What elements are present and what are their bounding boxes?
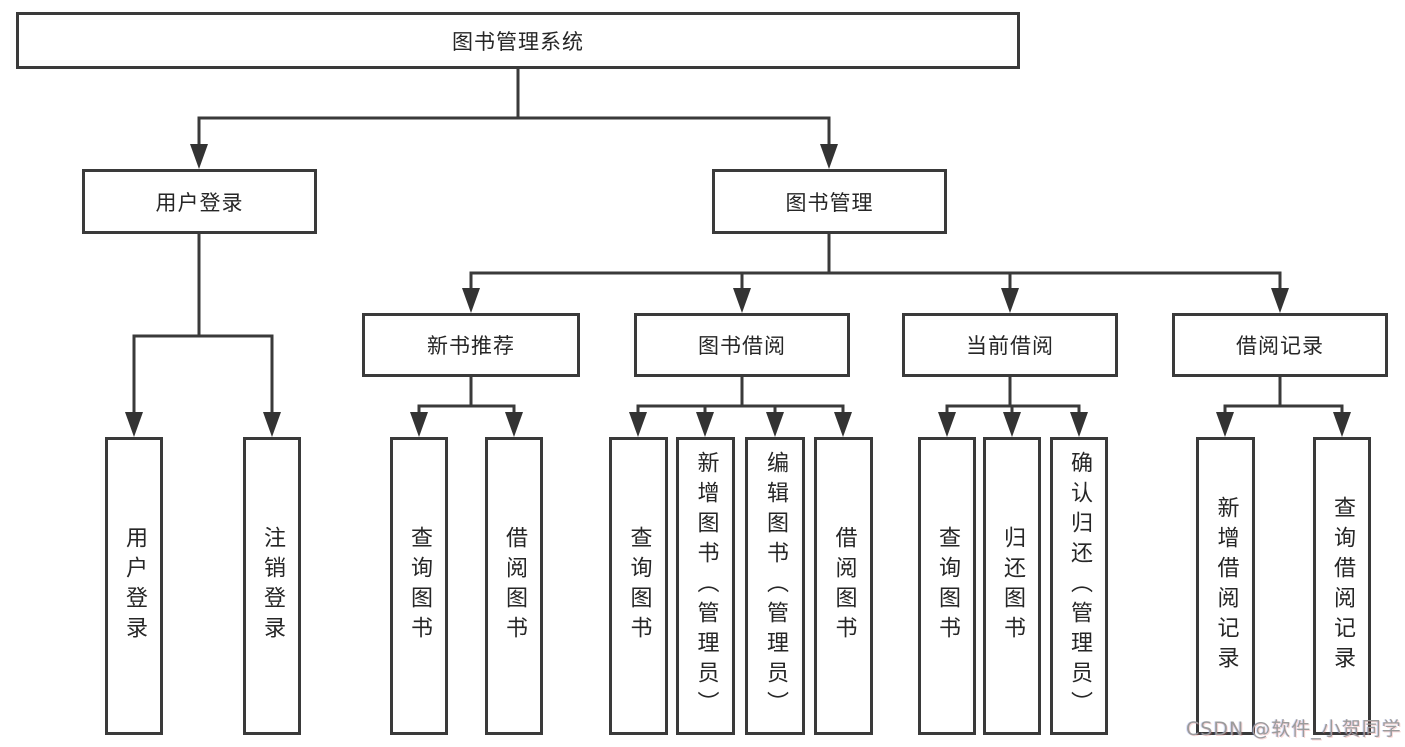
leaf-current-query-books: 查询图书 bbox=[918, 437, 976, 735]
leaf-borrow-borrow-books: 借阅图书 bbox=[814, 437, 873, 735]
node-label: 用户登录 bbox=[155, 190, 244, 215]
node-borrow-records: 借阅记录 bbox=[1172, 313, 1388, 377]
leaf-current-return-books: 归还图书 bbox=[983, 437, 1041, 735]
leaf-logout: 注销登录 bbox=[243, 437, 301, 735]
node-label: 注销登录 bbox=[260, 526, 285, 646]
node-label: 查询图书 bbox=[407, 526, 432, 646]
node-label: 图书管理 bbox=[785, 190, 874, 215]
leaf-records-add-record: 新增借阅记录 bbox=[1196, 437, 1255, 735]
node-label: 查询借阅记录 bbox=[1330, 496, 1355, 676]
node-label: 图书借阅 bbox=[698, 334, 786, 358]
node-library-management-system: 图书管理系统 bbox=[16, 12, 1020, 69]
node-label: 借阅记录 bbox=[1236, 334, 1324, 358]
node-label: 图书管理系统 bbox=[452, 29, 584, 54]
node-user-login: 用户登录 bbox=[82, 169, 317, 234]
leaf-current-confirm-return-admin: 确认归还（管理员） bbox=[1050, 437, 1108, 735]
node-label: 借阅图书 bbox=[831, 526, 857, 646]
connector-borrow-to-leaves bbox=[629, 376, 852, 437]
leaf-user-login: 用户登录 bbox=[105, 437, 163, 735]
node-book-management: 图书管理 bbox=[712, 169, 947, 234]
node-new-book-recommend: 新书推荐 bbox=[362, 313, 580, 377]
node-label: 新增借阅记录 bbox=[1213, 496, 1239, 676]
leaf-recommend-borrow-books: 借阅图书 bbox=[485, 437, 543, 735]
leaf-records-query-record: 查询借阅记录 bbox=[1313, 437, 1371, 735]
node-label: 用户登录 bbox=[122, 526, 147, 646]
connector-current-to-leaves bbox=[938, 376, 1088, 437]
leaf-recommend-query-books: 查询图书 bbox=[390, 437, 448, 735]
node-book-borrow: 图书借阅 bbox=[634, 313, 850, 377]
node-label: 新增图书（管理员） bbox=[693, 451, 719, 721]
node-current-borrow: 当前借阅 bbox=[902, 313, 1118, 377]
node-label: 查询图书 bbox=[935, 526, 960, 646]
node-label: 确认归还（管理员） bbox=[1067, 451, 1092, 721]
connector-records-to-leaves bbox=[1216, 376, 1351, 437]
csdn-watermark: CSDN @软件_小贺同学 bbox=[1186, 718, 1402, 740]
node-label: 查询图书 bbox=[626, 526, 652, 646]
connector-recommend-to-leaves bbox=[410, 376, 523, 437]
node-label: 当前借阅 bbox=[966, 334, 1054, 358]
node-label: 编辑图书（管理员） bbox=[763, 451, 788, 721]
connector-bookmgmt-to-level2 bbox=[462, 233, 1289, 313]
node-label: 借阅图书 bbox=[502, 526, 527, 646]
leaf-borrow-query-books: 查询图书 bbox=[609, 437, 668, 735]
node-label: 新书推荐 bbox=[427, 334, 515, 358]
connector-root-to-level1 bbox=[190, 68, 838, 169]
leaf-borrow-edit-books-admin: 编辑图书（管理员） bbox=[745, 437, 805, 735]
leaf-borrow-add-books-admin: 新增图书（管理员） bbox=[676, 437, 735, 735]
node-label: 归还图书 bbox=[1000, 526, 1025, 646]
connector-userlogin-to-leaves bbox=[125, 233, 281, 437]
